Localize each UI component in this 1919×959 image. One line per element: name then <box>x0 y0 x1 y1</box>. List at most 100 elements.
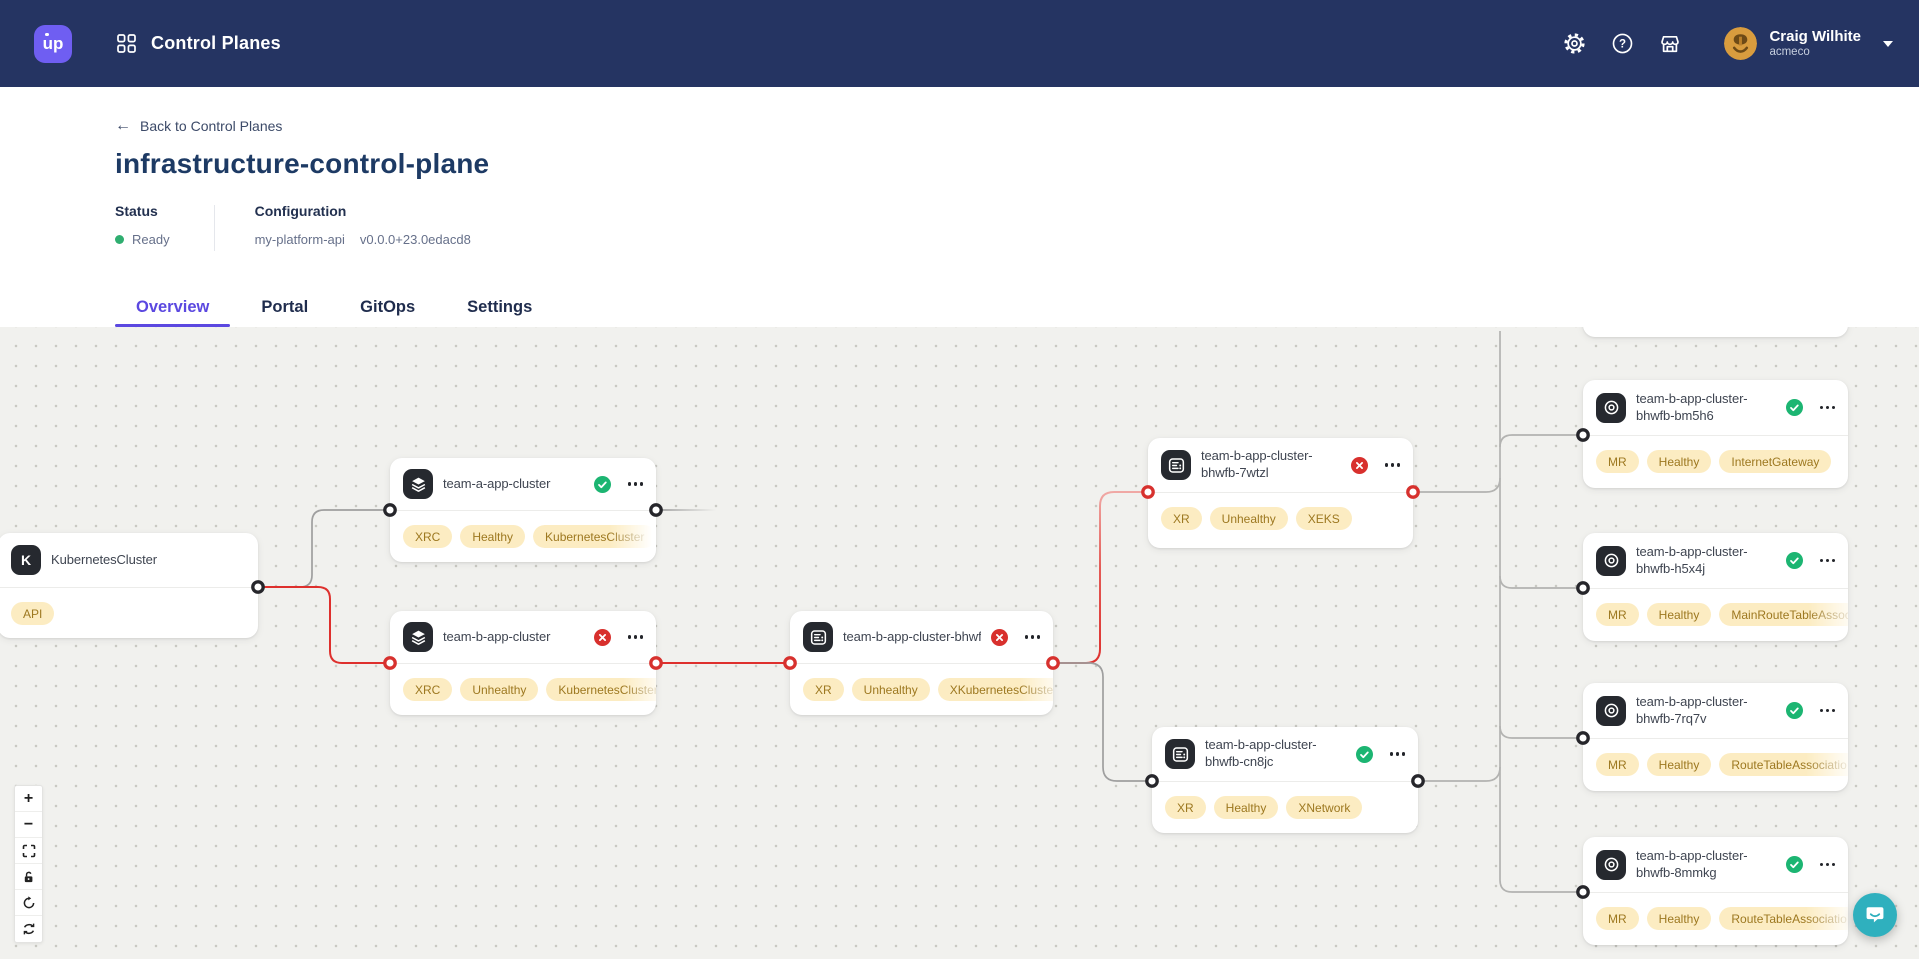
configuration-label: Configuration <box>254 203 347 219</box>
graph-edge <box>1053 491 1148 664</box>
badge: Healthy <box>1646 450 1712 473</box>
tab-settings[interactable]: Settings <box>467 298 533 316</box>
graph-edge <box>1499 725 1583 739</box>
control-plane-title: infrastructure-control-plane <box>115 148 490 179</box>
badge: Unhealthy <box>1209 507 1288 530</box>
target-icon <box>1596 392 1626 423</box>
badge: KubernetesCluster <box>546 678 656 701</box>
configuration-block: Configuration my-platform-api v0.0.0+23.… <box>255 203 471 251</box>
reset-button[interactable] <box>15 916 42 942</box>
node-title: team-b-app-cluster-bhwfb <box>843 628 981 644</box>
kebab-menu-button[interactable] <box>1384 459 1400 471</box>
badge: MainRouteTableAssoc <box>1719 603 1848 626</box>
kebab-menu-button[interactable] <box>627 478 643 490</box>
tab-portal[interactable]: Portal <box>261 298 309 316</box>
kebab-menu-button[interactable] <box>1819 705 1835 717</box>
badge: MR <box>1596 603 1639 626</box>
badge: InternetGateway <box>1719 450 1832 473</box>
target-icon <box>1596 545 1626 576</box>
badge: KubernetesCluster <box>533 525 656 548</box>
marketplace-storefront-icon[interactable] <box>1658 32 1682 56</box>
status-block: Status Ready <box>115 203 170 251</box>
badge: XRC <box>403 678 453 701</box>
healthy-status-icon <box>1785 399 1803 416</box>
node-title: team-b-app-cluster <box>443 628 551 644</box>
page-title-navbar: Control Planes <box>151 33 281 53</box>
healthy-status-icon <box>1785 856 1803 873</box>
healthy-status-icon <box>1355 745 1373 763</box>
ready-status-dot <box>115 235 124 244</box>
kebab-menu-button[interactable] <box>1819 555 1835 567</box>
chat-bubble-icon <box>1866 907 1884 923</box>
kebab-menu-button[interactable] <box>1024 631 1040 643</box>
badge: RouteTableAssociatio <box>1719 753 1848 776</box>
tab-overview[interactable]: Overview <box>115 288 231 327</box>
badge: RouteTableAssociatio <box>1719 907 1848 930</box>
graph-edge <box>1413 477 1501 493</box>
zoom-in-button[interactable]: + <box>15 786 42 812</box>
user-menu[interactable]: Craig Wilhite acmeco <box>1724 27 1893 60</box>
fit-view-button[interactable] <box>15 838 42 864</box>
kebab-menu-button[interactable] <box>1819 859 1835 871</box>
graph-edge <box>1418 766 1501 782</box>
badge: MR <box>1596 753 1639 776</box>
svg-text:?: ? <box>1619 39 1626 51</box>
back-link[interactable]: ← Back to Control Planes <box>115 117 283 135</box>
lock-button[interactable] <box>15 864 42 890</box>
status-value: Ready <box>132 232 170 247</box>
help-icon[interactable]: ? <box>1610 32 1634 56</box>
zoom-out-button[interactable]: − <box>15 812 42 838</box>
k-letter-icon: K <box>11 545 41 575</box>
kebab-menu-button[interactable] <box>627 631 643 643</box>
node-title: team-b-app-cluster-bhwfb-7wtzl <box>1201 448 1313 480</box>
kebab-menu-button[interactable] <box>1819 402 1835 414</box>
chevron-down-icon <box>1883 40 1893 47</box>
node-title: team-b-app-cluster-bhwfb-8mmkg <box>1636 847 1748 880</box>
chat-launcher-button[interactable] <box>1853 893 1897 937</box>
badge: MR <box>1596 907 1639 930</box>
unhealthy-status-icon <box>990 628 1008 646</box>
graph-node-partial-card-top[interactable] <box>1583 327 1848 337</box>
kebab-menu-button[interactable] <box>1389 748 1405 760</box>
layers-icon <box>403 469 433 499</box>
configuration-version: v0.0.0+23.0edacd8 <box>359 232 471 247</box>
badge: XR <box>1165 796 1206 819</box>
upbound-logo[interactable]: up <box>34 24 72 63</box>
gear-icon[interactable] <box>1562 32 1586 56</box>
badge: Healthy <box>460 525 526 548</box>
user-org: acmeco <box>1769 45 1810 58</box>
target-icon <box>1596 849 1626 880</box>
tab-gitops[interactable]: GitOps <box>360 298 416 316</box>
node-title: KubernetesCluster <box>51 551 157 567</box>
configuration-name[interactable]: my-platform-api <box>254 232 345 247</box>
layers-icon <box>403 622 433 652</box>
rotate-button[interactable] <box>15 890 42 916</box>
badge: Healthy <box>1646 753 1712 776</box>
healthy-status-icon <box>593 475 611 493</box>
tab-bar: Overview Portal GitOps Settings <box>115 288 553 327</box>
vertical-divider <box>213 205 215 251</box>
grid-icon <box>114 32 138 56</box>
target-icon <box>1596 695 1626 726</box>
node-badge-row: API <box>0 587 258 625</box>
badge: XR <box>803 678 844 701</box>
graph-edge <box>1499 434 1583 448</box>
